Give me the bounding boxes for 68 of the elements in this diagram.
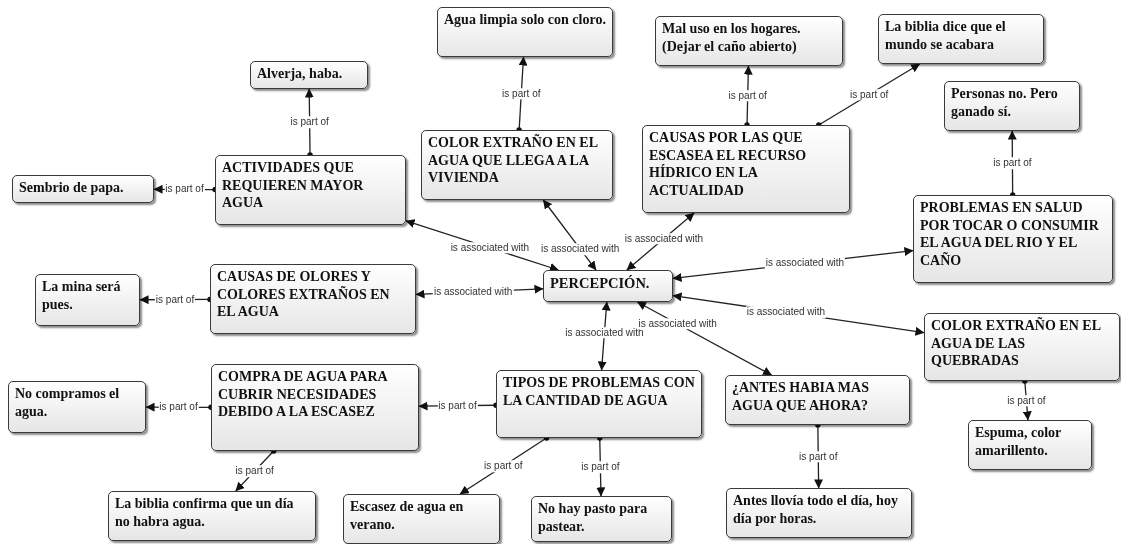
concept-box [543,270,673,302]
concept-text: Personas no. Pero ganado sí. [951,85,1059,120]
edge-label: is part of [580,461,621,473]
edge-label: is associated with [764,257,846,269]
concept-box [531,496,672,542]
concept-text: Agua limpia solo con cloro. [444,11,606,29]
concept-text: Alverja, haba. [257,65,344,83]
concept-text: COLOR EXTRAÑO EN EL AGUA DE LAS QUEBRADAS [931,317,1102,370]
concept-text: COMPRA DE AGUA PARA CUBRIR NECESIDADES DEBIDO A LA ESCASEZ [218,368,389,421]
concept-text: No compramos el agua. [15,385,121,420]
concept-text: PERCEPCIÓN. [550,274,651,293]
edge-label: is associated with [540,243,621,255]
edge-label: is part of [501,87,542,100]
concept-text: No hay pasto para pastear. [538,500,649,535]
edge-label: is associated with [432,286,514,298]
concept-text: Escasez de agua en verano. [350,498,465,533]
concept-box [878,14,1044,64]
concept-text: Espuma, color amarillento. [975,424,1063,459]
concept-box [968,420,1092,470]
edge-label: is part of [992,157,1033,169]
concept-box [12,175,154,203]
concept-text: ACTIVIDADES QUE REQUIEREN MAYOR AGUA [222,159,365,212]
concept-text: Antes llovía todo el día, hoy día por horas. [733,492,899,527]
concept-box [437,7,613,57]
edge-label: is associated with [745,306,827,318]
edge-label: is part of [849,88,890,101]
concept-text: TIPOS DE PROBLEMAS CON LA CANTIDAD DE AGUA [503,374,695,409]
concept-box [642,125,850,213]
edge-label: is associated with [449,242,530,254]
concept-box [108,491,316,541]
concept-box [725,375,910,425]
concept-text: Sembrio de papa. [19,179,125,197]
edge-label: is associated with [623,232,705,245]
concept-box [655,16,843,66]
concept-box [250,61,368,89]
concept-box [924,313,1120,381]
edge-label: is part of [1006,394,1047,407]
concept-box [726,488,912,538]
concept-box [343,494,500,544]
edge-label: is part of [798,450,839,463]
concept-box [421,130,613,200]
edge-label: is part of [483,460,524,472]
concept-box [496,370,702,438]
concept-text: La mina será pues. [42,278,122,313]
edge-label: is part of [154,293,196,306]
concept-text: Mal uso en los hogares. (Dejar el caño abierto) [662,20,802,55]
concept-text: CAUSAS DE OLORES Y COLORES EXTRAÑOS EN EL AGUA [217,268,391,321]
concept-text: COLOR EXTRAÑO EN EL AGUA QUE LLEGA A LA VIVIENDA [428,134,599,187]
concept-text: La biblia dice que el mundo se acabara [885,18,1007,53]
concept-box [211,364,419,451]
concept-box [215,155,406,225]
edge-label: is part of [234,465,275,477]
edge-label: is part of [727,89,768,102]
concept-text: ¿ANTES HABIA MAS AGUA QUE AHORA? [732,379,870,414]
concept-box [8,381,146,433]
concept-text: CAUSAS POR LAS QUE ESCASEA EL RECURSO HÍDRICO EN LA ACTUALIDAD [649,129,808,199]
edge-label: is associated with [564,326,645,339]
edge-label: is part of [164,183,205,196]
concept-box [210,264,416,334]
edge-label: is part of [437,400,478,412]
edge-label: is part of [289,116,330,128]
concept-box [944,81,1080,131]
concept-text: PROBLEMAS EN SALUD POR TOCAR O CONSUMIR EL AGUA DEL RIO Y EL CAÑO [920,199,1100,269]
concept-box [35,274,140,326]
connector-arrow [597,301,611,371]
concept-text: La biblia confirma que un día no habra agua. [115,495,295,530]
concept-box [913,195,1113,283]
edge-label: is part of [158,401,199,413]
